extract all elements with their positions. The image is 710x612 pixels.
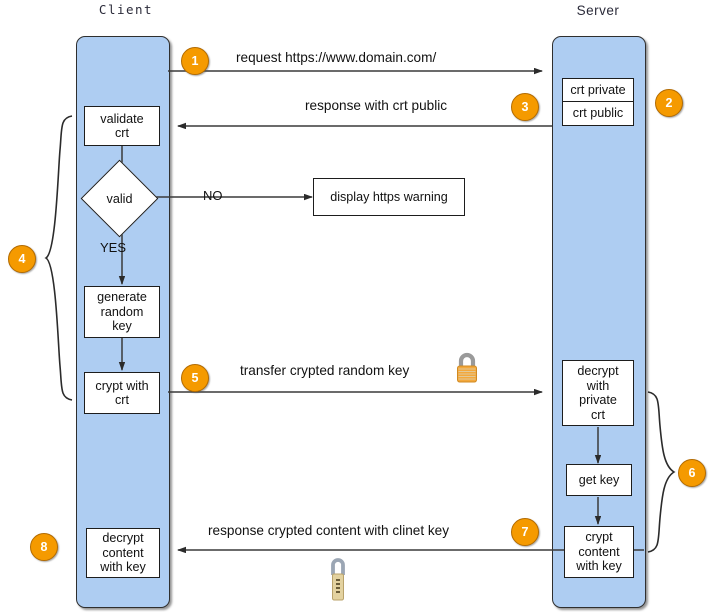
- node-crt-store: crt private crt public: [562, 78, 634, 126]
- node-decision-valid: valid: [80, 159, 159, 238]
- badge-step-5: 5: [181, 364, 209, 392]
- node-crypt-line1: crypt with: [95, 378, 149, 393]
- node-decrypt-with-private-crt: decrypt with private crt: [562, 360, 634, 426]
- brace-server-steps: [647, 391, 676, 553]
- node-validate-crt-line1: validate: [100, 111, 144, 126]
- node-crypt-line2: crt: [115, 393, 129, 407]
- badge-step-7: 7: [511, 518, 539, 546]
- node-generate-random-key: generate random key: [84, 286, 160, 338]
- message-transfer-key: transfer crypted random key: [240, 363, 410, 378]
- node-get-key: get key: [566, 464, 632, 496]
- node-scrypt-line3: with key: [576, 559, 622, 574]
- node-scrypt-line2: content: [578, 544, 620, 559]
- brace-client-steps: [44, 115, 73, 401]
- label-yes: YES: [100, 240, 127, 255]
- badge-step-1: 1: [181, 47, 209, 75]
- node-scrypt-line1: crypt: [585, 530, 613, 545]
- node-generate-line3: key: [112, 319, 132, 334]
- badge-step-4: 4: [8, 245, 36, 273]
- badge-step-8: 8: [30, 533, 58, 561]
- node-crt-private: crt private: [563, 79, 633, 102]
- combination-padlock-icon: [325, 553, 351, 603]
- server-lifeline: [552, 36, 646, 608]
- node-crypt-with-crt: crypt with crt: [84, 372, 160, 414]
- node-sdecrypt-line4: crt: [591, 407, 605, 422]
- badge-step-3: 3: [511, 93, 539, 121]
- node-generate-line1: generate: [97, 290, 147, 305]
- badge-step-6: 6: [678, 459, 706, 487]
- node-sdecrypt-line2: with: [586, 378, 610, 393]
- node-cdecrypt-line1: decrypt: [102, 531, 144, 546]
- node-validate-crt: validate crt: [84, 106, 160, 146]
- closed-padlock-icon: [452, 350, 482, 386]
- message-response-content: response crypted content with clinet key: [208, 523, 450, 538]
- node-crt-public: crt public: [572, 106, 624, 121]
- node-validate-crt-line2: crt: [115, 126, 129, 140]
- node-display-https-warning: display https warning: [313, 178, 465, 216]
- server-lane-label: Server: [576, 3, 620, 18]
- node-sdecrypt-line1: decrypt: [577, 364, 619, 378]
- node-cdecrypt-line2: content: [102, 545, 144, 560]
- decision-label: valid: [106, 191, 133, 206]
- label-no: NO: [203, 188, 223, 203]
- node-generate-line2: random: [100, 304, 144, 319]
- message-response-crt: response with crt public: [305, 98, 448, 113]
- badge-step-2: 2: [655, 89, 683, 117]
- node-cdecrypt-line3: with key: [100, 560, 146, 575]
- node-sdecrypt-line3: private: [579, 393, 617, 407]
- message-request: request https://www.domain.com/: [236, 50, 437, 65]
- node-decrypt-content-with-key: decrypt content with key: [86, 528, 160, 578]
- node-crypt-content-with-key: crypt content with key: [564, 526, 634, 578]
- client-lane-label: Client: [98, 2, 154, 17]
